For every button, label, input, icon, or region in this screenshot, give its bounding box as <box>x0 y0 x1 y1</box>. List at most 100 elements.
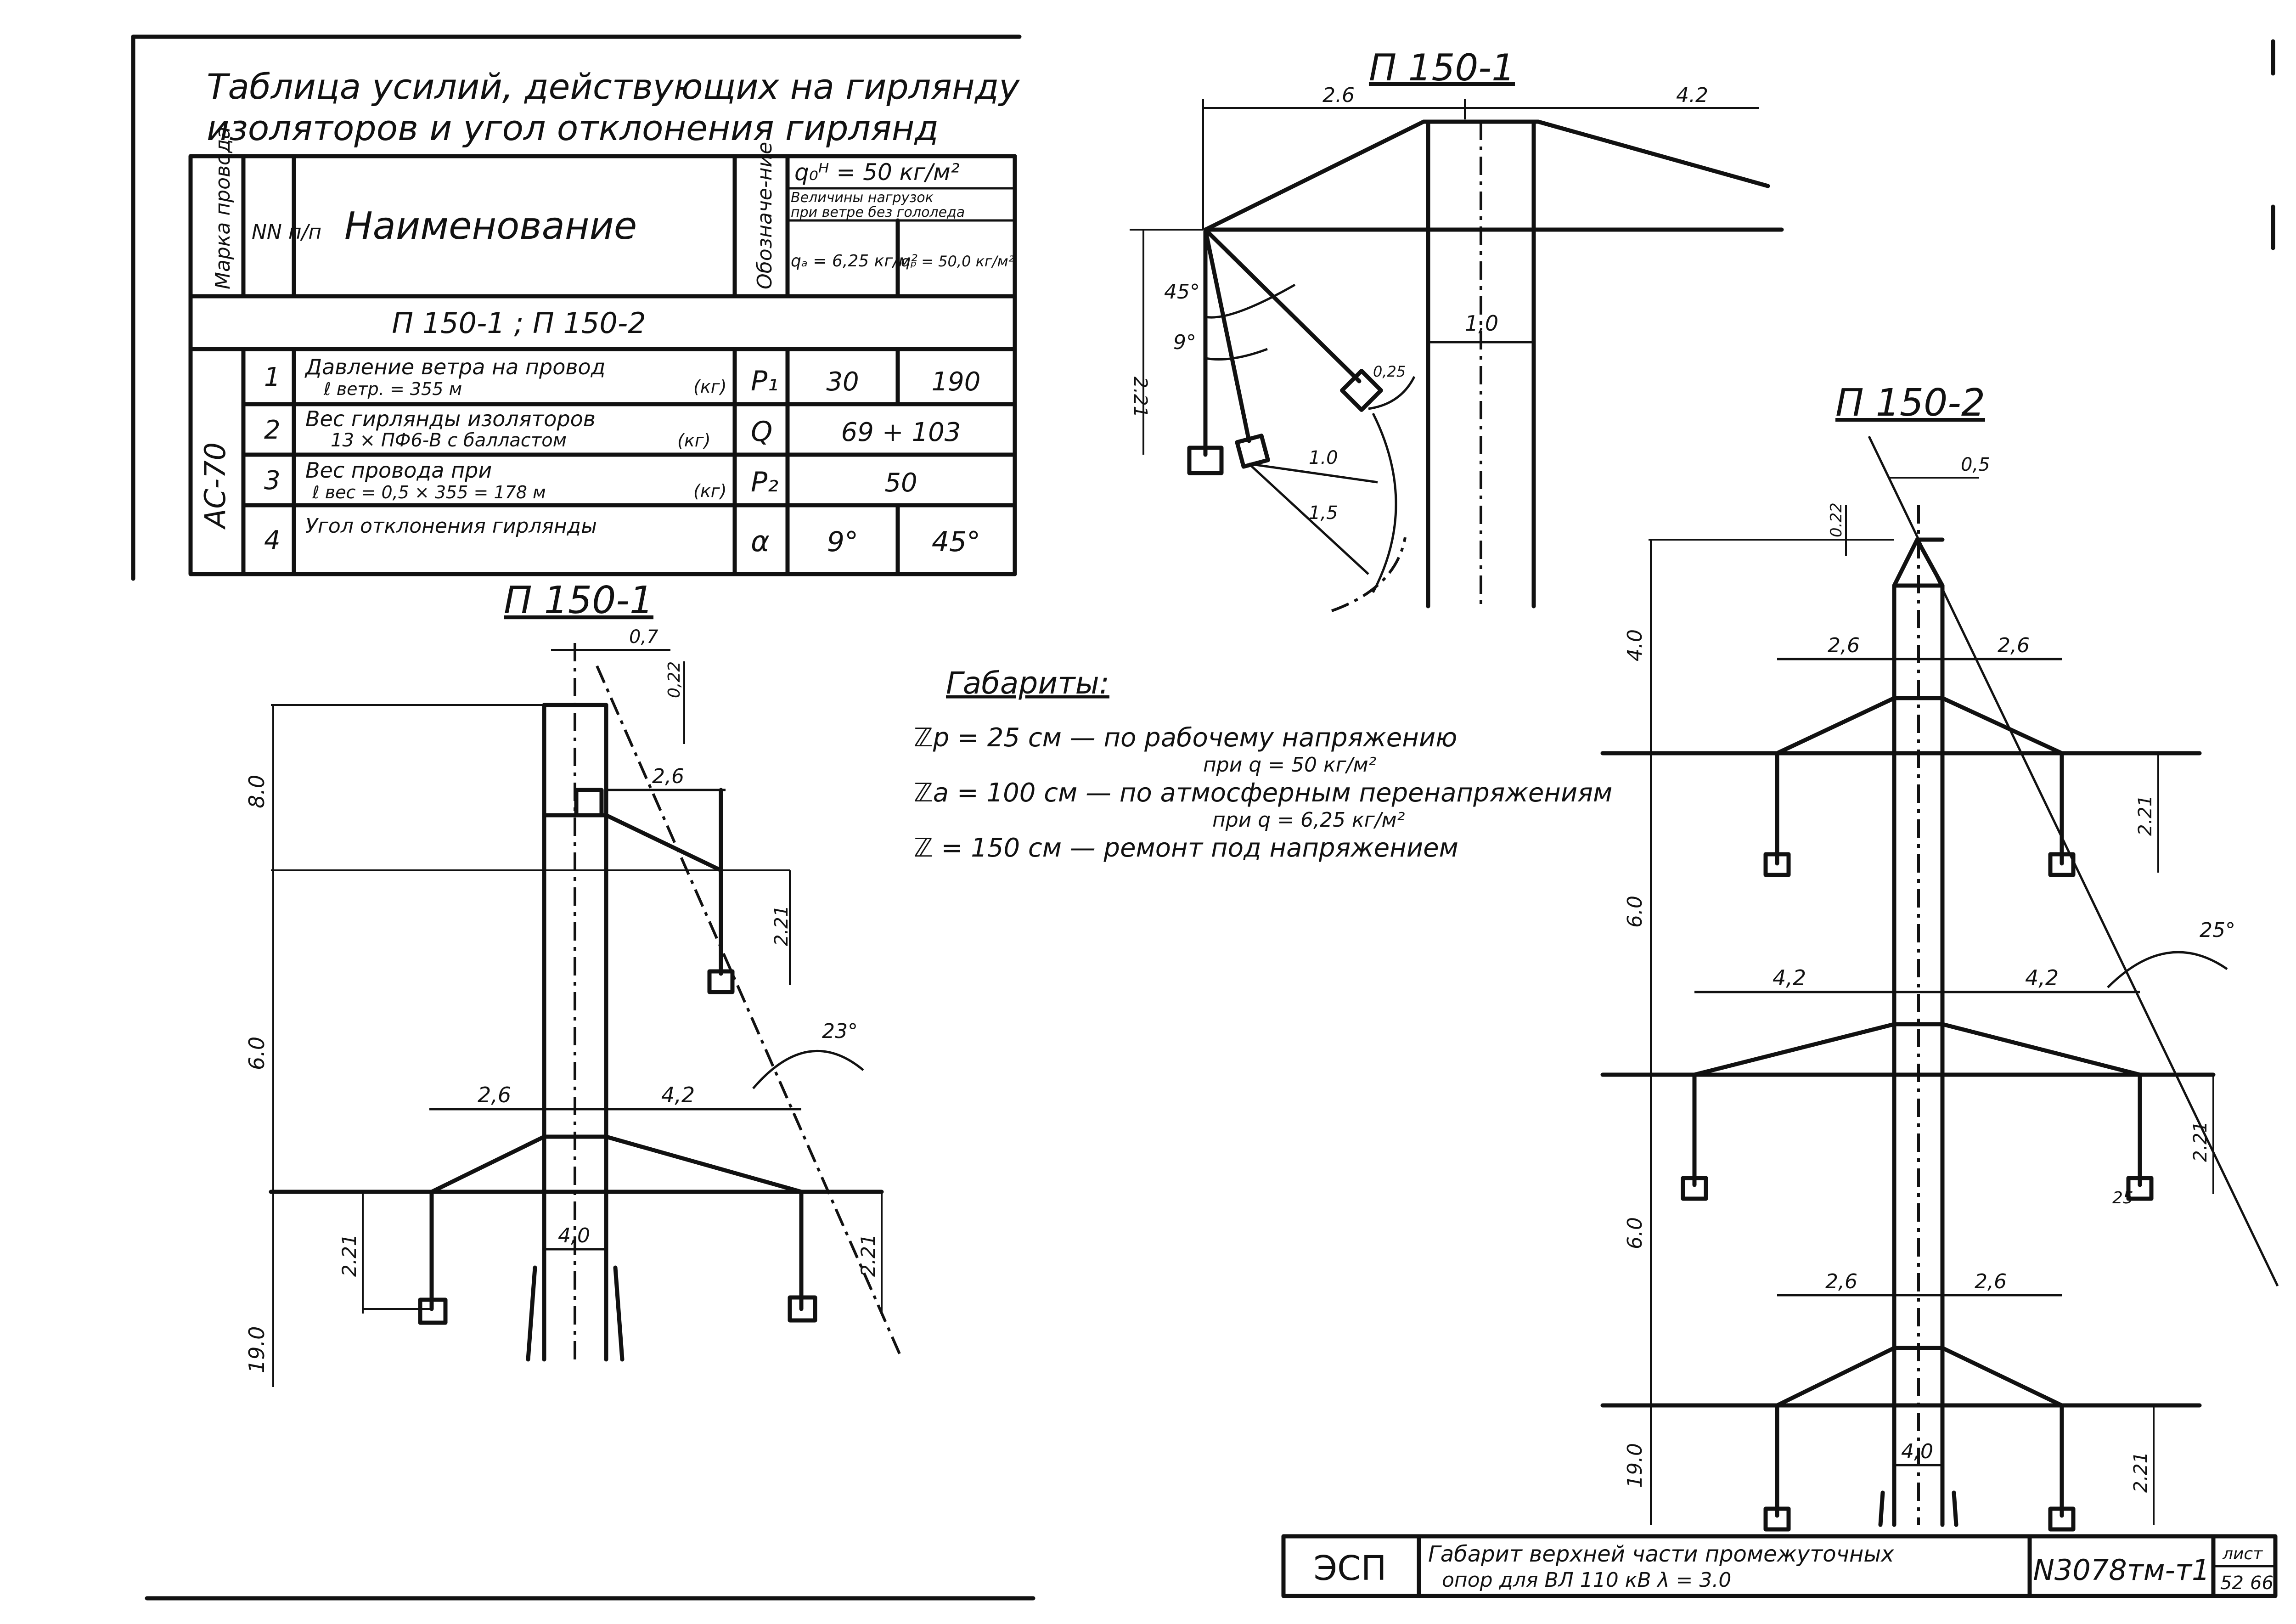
top-radius-1: 1.0 <box>1309 447 1338 468</box>
right-dim-top-w: 0,5 <box>1961 454 1990 475</box>
right-dim-str1: 2.21 <box>2135 795 2156 836</box>
left-dim-str1: 2.21 <box>771 905 792 946</box>
row-name: Вес гирлянды изоляторов <box>305 406 596 431</box>
table-section-label: П 150-1 ; П 150-2 <box>392 306 646 340</box>
top-dim-right: 4.2 <box>1676 84 1708 107</box>
row-value-1: 69 + 103 <box>841 417 961 447</box>
title-block-org: ЭСП <box>1314 1549 1387 1588</box>
right-arm1-r: 2,6 <box>1998 634 2030 657</box>
row-value-1: 9° <box>827 526 858 558</box>
row-sub: ℓ вес = 0,5 × 355 = 178 м <box>312 482 546 502</box>
header-qa: qₐ = 6,25 кг/м² <box>791 252 917 271</box>
row-number: 1 <box>264 362 281 392</box>
right-dim-25: 25 <box>2112 1189 2133 1207</box>
right-arm3-l: 2,6 <box>1825 1270 1857 1293</box>
row-sub: 13 × ПФ6-В с балластом <box>331 430 567 451</box>
left-dim-h2: 6.0 <box>244 1037 269 1070</box>
title-block-sheet-number: 52 <box>2220 1573 2244 1594</box>
left-angle: 23° <box>822 1020 858 1043</box>
header-loads-caption-1: Величины нагрузок <box>791 190 934 206</box>
row-sub: ℓ ветр. = 355 м <box>323 379 462 399</box>
right-dim-str3: 2.21 <box>2130 1452 2151 1493</box>
row-number: 2 <box>264 415 281 445</box>
title-block-desc-1: Габарит верхней части промежуточных <box>1428 1541 1894 1567</box>
header-name: Наименование <box>344 204 637 248</box>
row-value-1: 30 <box>826 367 859 397</box>
row-unit: (кг) <box>693 481 727 501</box>
header-number: NN п/п <box>252 220 321 244</box>
gabarits-line2: ℤа = 100 см — по атмосферным перенапряже… <box>914 778 1612 808</box>
title-block-doc-number: N3078тм-т1 <box>2033 1553 2210 1587</box>
row-symbol: P₁ <box>751 365 778 397</box>
header-loads-caption-2: при ветре без гололеда <box>791 204 965 220</box>
right-arm2-r: 4,2 <box>2025 965 2059 990</box>
table-title-line2: изоляторов и угол отклонения гирлянд <box>207 107 939 148</box>
top-radius-2: 1,5 <box>1309 502 1338 524</box>
top-dim-left: 2.6 <box>1322 84 1355 107</box>
left-dim-str2: 2.21 <box>338 1234 360 1277</box>
left-dim-h3: 19.0 <box>244 1326 269 1373</box>
top-drawing: П 150-1 2.6 4.2 1,0 2.21 45° 9° <box>1130 46 1784 612</box>
gabarits-line1-sub: при q = 50 кг/м² <box>1203 753 1376 777</box>
title-block-sheet-label: лист <box>2222 1545 2263 1563</box>
right-arm2-l: 4,2 <box>1773 965 1806 990</box>
row-name: Угол отклонения гирлянды <box>305 514 597 538</box>
table-title-line1: Таблица усилий, действующих на гирлянду <box>207 66 1020 107</box>
row-symbol: P₂ <box>751 466 778 498</box>
row-unit: (кг) <box>693 377 727 397</box>
force-table: Таблица усилий, действующих на гирлянду … <box>188 66 1020 576</box>
header-q-norm: q₀ᴴ = 50 кг/м² <box>794 159 960 186</box>
top-dim-height: 2.21 <box>1130 377 1151 417</box>
left-title: П 150-1 <box>504 579 653 622</box>
header-qp: qₚ = 50,0 кг/м² <box>901 253 1014 270</box>
top-angle-9: 9° <box>1173 331 1196 354</box>
row-name: Давление ветра на провод <box>304 355 605 379</box>
left-dim-arm-r: 4,2 <box>661 1083 695 1107</box>
right-arm3-r: 2,6 <box>1975 1270 2007 1293</box>
header-symbol: Обозначе-ние <box>753 142 777 289</box>
right-dim-h4: 19.0 <box>1623 1443 1647 1488</box>
left-dim-top-h: 0,22 <box>665 661 684 698</box>
right-angle: 25° <box>2200 919 2235 942</box>
row-symbol: Q <box>751 416 772 448</box>
left-drawing: П 150-1 0,7 0,22 2,6 8.0 6.0 19.0 2.21 2… <box>244 579 901 1387</box>
left-dim-arm1: 2,6 <box>652 765 684 788</box>
table-row: 2 Вес гирлянды изоляторов 13 × ПФ6-В с б… <box>264 406 961 451</box>
right-title: П 150-2 <box>1835 381 1985 425</box>
top-dim-width: 1,0 <box>1465 311 1498 336</box>
gabarits-line1: ℤр = 25 см — по рабочему напряжению <box>914 723 1457 753</box>
header-brand: Марка провода <box>211 127 235 289</box>
right-dim-h2: 6.0 <box>1623 896 1647 928</box>
gabarits-line2-sub: при q = 6,25 кг/м² <box>1212 808 1405 832</box>
right-dim-h1: 4.0 <box>1623 629 1647 661</box>
top-title: П 150-1 <box>1369 46 1515 89</box>
right-dim-top-h: 0.22 <box>1827 502 1846 537</box>
title-block-desc-2: опор для ВЛ 110 кВ λ = 3.0 <box>1442 1568 1731 1592</box>
table-row: 4 Угол отклонения гирлянды α 9° 45° <box>264 514 980 558</box>
left-dim-base: 4,0 <box>558 1224 590 1247</box>
right-dim-base: 4,0 <box>1901 1440 1933 1463</box>
left-dim-str3: 2.21 <box>857 1234 879 1277</box>
row-value-1: 50 <box>884 468 917 498</box>
left-dim-arm-l: 2,6 <box>478 1083 511 1107</box>
title-block: ЭСП Габарит верхней части промежуточных … <box>1281 1534 2278 1598</box>
sheet-frame <box>131 34 2275 1601</box>
row-number: 4 <box>264 525 281 555</box>
row-name: Вес провода при <box>305 458 492 483</box>
table-row: 3 Вес провода при ℓ вес = 0,5 × 355 = 17… <box>264 458 917 502</box>
right-drawing: П 150-2 0,5 0.22 4.0 6.0 6.0 19.0 2,6 2,… <box>1600 381 2279 1532</box>
left-dim-h1: 8.0 <box>244 775 269 808</box>
table-row: 1 Давление ветра на провод ℓ ветр. = 355… <box>264 355 980 399</box>
row-symbol: α <box>751 524 770 558</box>
row-unit: (кг) <box>677 430 711 451</box>
brand-value: АС-70 <box>198 442 232 530</box>
gabarits-line3: ℤ = 150 см — ремонт под напряжением <box>914 833 1458 863</box>
row-value-2: 190 <box>932 367 981 397</box>
title-block-sheet-total: 66 <box>2250 1573 2273 1594</box>
right-arm1-l: 2,6 <box>1828 634 1860 657</box>
top-angle-45: 45° <box>1164 280 1200 304</box>
gabarits-title: Габариты: <box>946 665 1109 701</box>
top-radius-3: 0,25 <box>1373 363 1406 380</box>
gabarits-block: Габариты: ℤр = 25 см — по рабочему напря… <box>914 665 1612 863</box>
